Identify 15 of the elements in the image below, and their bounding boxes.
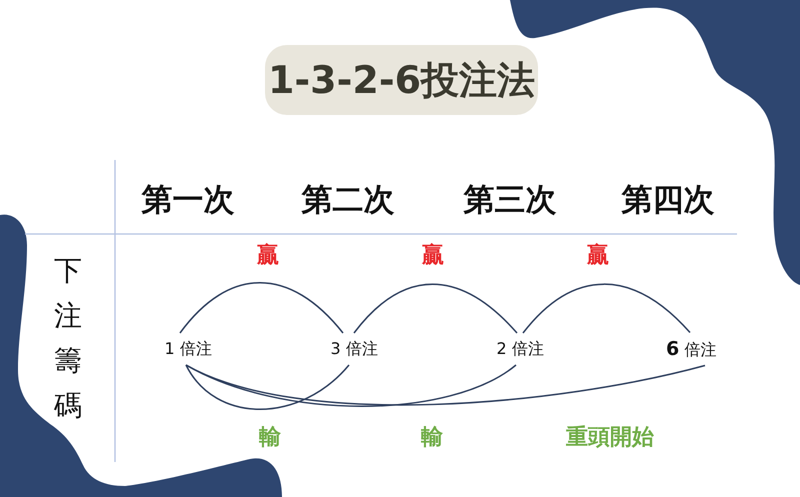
- row-header: 下注籌碼: [54, 253, 82, 424]
- column-header: 第二次: [302, 182, 394, 218]
- column-header: 第一次: [142, 182, 234, 218]
- curved-connector: [185, 364, 350, 410]
- curved-connector: [353, 284, 518, 334]
- bet-label: 2 倍注: [492, 333, 548, 365]
- curved-connector: [186, 364, 706, 406]
- bet-label: 1 倍注: [160, 333, 216, 365]
- curved-connector: [522, 284, 691, 334]
- column-header: 第三次: [464, 182, 556, 218]
- title: 1-3-2-6投注法: [265, 45, 538, 115]
- edge-label: 重頭開始: [564, 425, 656, 451]
- bet-label: 6 倍注: [662, 332, 720, 366]
- bet-label: 3 倍注: [326, 333, 382, 365]
- column-header: 第四次: [622, 182, 714, 218]
